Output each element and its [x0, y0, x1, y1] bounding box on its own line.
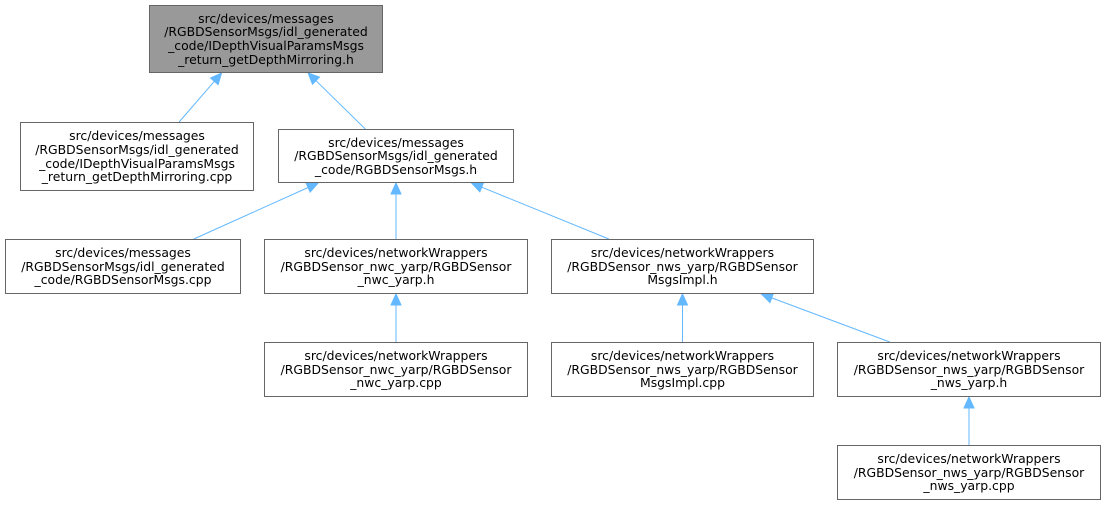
node-label-line: _code/RGBDSensorMsgs.h — [314, 161, 478, 177]
node-nws-yarp-h[interactable]: src/devices/networkWrappers/RGBDSensor_n… — [837, 342, 1101, 397]
edge-line — [178, 80, 215, 123]
edge-line — [315, 80, 366, 130]
edge-arrowhead — [305, 182, 320, 193]
node-label-line: _code/IDepthVisualParamsMsgs — [39, 155, 235, 171]
node-msgsimpl-cpp[interactable]: src/devices/networkWrappers/RGBDSensor_n… — [551, 342, 814, 397]
node-msgsimpl-h[interactable]: src/devices/networkWrappers/RGBDSensor_n… — [551, 239, 814, 294]
node-nwc-yarp-h[interactable]: src/devices/networkWrappers/RGBDSensor_n… — [264, 239, 528, 294]
node-nws-yarp-cpp[interactable]: src/devices/networkWrappers/RGBDSensor_n… — [837, 445, 1101, 500]
edge-arrowhead — [676, 292, 689, 306]
edge-line — [771, 297, 890, 343]
node-rgbd-msgs-cpp[interactable]: src/devices/messages/RGBDSensorMsgs/idl_… — [5, 239, 241, 294]
node-label-line: /RGBDSensor_nws_yarp/RGBDSensor — [853, 464, 1085, 480]
node-label-line: /RGBDSensor_nws_yarp/RGBDSensor — [853, 361, 1085, 377]
node-label-line: src/devices/networkWrappers — [877, 348, 1061, 364]
edge-arrowhead — [209, 72, 223, 86]
node-label-line: MsgsImpl.h — [647, 272, 718, 288]
node-label-line: src/devices/networkWrappers — [877, 451, 1061, 467]
node-label-line: _nwc_yarp.cpp — [350, 375, 442, 391]
node-label-line: src/devices/networkWrappers — [590, 245, 775, 261]
node-label-line: _nws_yarp.cpp — [923, 478, 1015, 494]
node-nwc-yarp-cpp[interactable]: src/devices/networkWrappers/RGBDSensor_n… — [264, 342, 528, 397]
node-label-line: /RGBDSensor_nws_yarp/RGBDSensor — [567, 361, 798, 377]
node-label-line: src/devices/messages — [198, 10, 334, 26]
edge-arrowhead — [307, 72, 321, 86]
node-rgbd-msgs-h[interactable]: src/devices/messages/RGBDSensorMsgs/idl_… — [278, 129, 514, 183]
node-label-line: _nwc_yarp.h — [357, 272, 435, 288]
node-label-line: _nws_yarp.h — [930, 375, 1008, 391]
node-label-line: /RGBDSensorMsgs/idl_generated — [35, 141, 239, 157]
node-return-cpp[interactable]: src/devices/messages/RGBDSensorMsgs/idl_… — [20, 122, 254, 191]
edge-arrowhead — [963, 395, 975, 409]
node-label-line: src/devices/messages — [328, 134, 464, 150]
node-label-line: src/devices/networkWrappers — [590, 348, 775, 364]
node-label-line: src/devices/messages — [69, 128, 205, 144]
edge-arrowhead — [470, 181, 485, 193]
node-label-line: /RGBDSensorMsgs/idl_generated — [164, 24, 368, 40]
edge-arrowhead — [390, 181, 402, 195]
node-label-line: /RGBDSensorMsgs/idl_generated — [294, 148, 498, 164]
node-label-line: /RGBDSensorMsgs/idl_generated — [21, 258, 225, 274]
edge-line — [193, 187, 309, 240]
edge-arrowhead — [760, 292, 775, 304]
node-root-header: src/devices/messages/RGBDSensorMsgs/idl_… — [149, 5, 383, 73]
edge-arrowhead — [390, 292, 402, 306]
node-label-line: _return_getDepthMirroring.cpp — [41, 169, 233, 185]
edge-line — [481, 186, 610, 240]
node-label-line: src/devices/messages — [55, 245, 191, 261]
node-label-line: _return_getDepthMirroring.h — [178, 51, 354, 67]
node-label-line: src/devices/networkWrappers — [304, 348, 488, 364]
node-label-line: /RGBDSensor_nws_yarp/RGBDSensor — [567, 258, 798, 274]
node-label-line: /RGBDSensor_nwc_yarp/RGBDSensor — [280, 258, 512, 274]
node-label-line: src/devices/networkWrappers — [304, 245, 488, 261]
node-label-line: _code/IDepthVisualParamsMsgs — [168, 38, 364, 53]
node-label-line: MsgsImpl.cpp — [640, 375, 725, 391]
node-label-line: /RGBDSensor_nwc_yarp/RGBDSensor — [280, 361, 512, 377]
node-label-line: _code/RGBDSensorMsgs.cpp — [34, 272, 212, 288]
